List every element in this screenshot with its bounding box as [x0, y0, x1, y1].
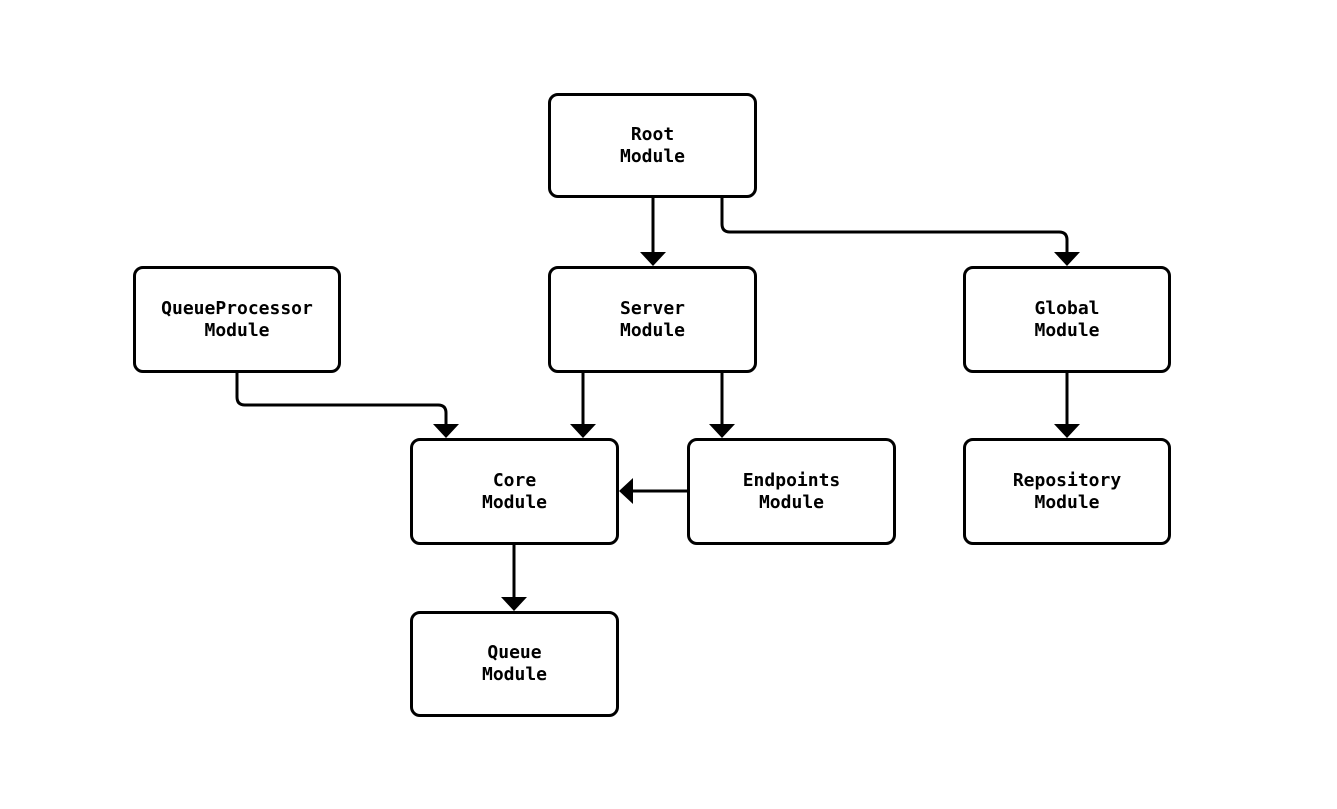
arrowhead-down-icon — [640, 252, 666, 266]
node-queueprocessor-module: QueueProcessor Module — [133, 266, 341, 373]
node-endpoints-module: Endpoints Module — [687, 438, 896, 545]
node-label: Endpoints Module — [742, 469, 841, 513]
node-label: Queue Module — [481, 642, 548, 685]
arrowhead-left-icon — [619, 478, 633, 504]
edge-root-to-server — [640, 198, 666, 266]
node-queue-module: Queue Module — [410, 611, 619, 717]
edge-server-to-endpoints — [709, 373, 735, 438]
edge-global-to-repository — [1054, 373, 1080, 438]
node-label: QueueProcessor Module — [161, 297, 313, 341]
arrowhead-down-icon — [570, 424, 596, 438]
edge-server-to-core — [570, 373, 596, 438]
arrowhead-down-icon — [709, 424, 735, 438]
node-label: Repository Module — [1012, 469, 1122, 513]
node-global-module: Global Module — [963, 266, 1171, 373]
arrowhead-down-icon — [1054, 424, 1080, 438]
node-label: Root Module — [619, 123, 686, 167]
arrowhead-down-icon — [433, 424, 459, 438]
edge-root-to-global — [720, 198, 1080, 266]
node-repository-module: Repository Module — [963, 438, 1171, 545]
edge-endpoints-to-core — [619, 478, 687, 504]
node-root-module: Root Module — [548, 93, 757, 198]
node-server-module: Server Module — [548, 266, 757, 373]
node-label: Global Module — [1034, 297, 1100, 341]
arrowhead-down-icon — [501, 597, 527, 611]
arrowhead-down-icon — [1054, 252, 1080, 266]
node-core-module: Core Module — [410, 438, 619, 545]
node-label: Server Module — [619, 297, 686, 341]
edge-queueprocessor-to-core — [235, 373, 459, 438]
edge-core-to-queue — [501, 545, 527, 611]
node-label: Core Module — [481, 469, 548, 513]
